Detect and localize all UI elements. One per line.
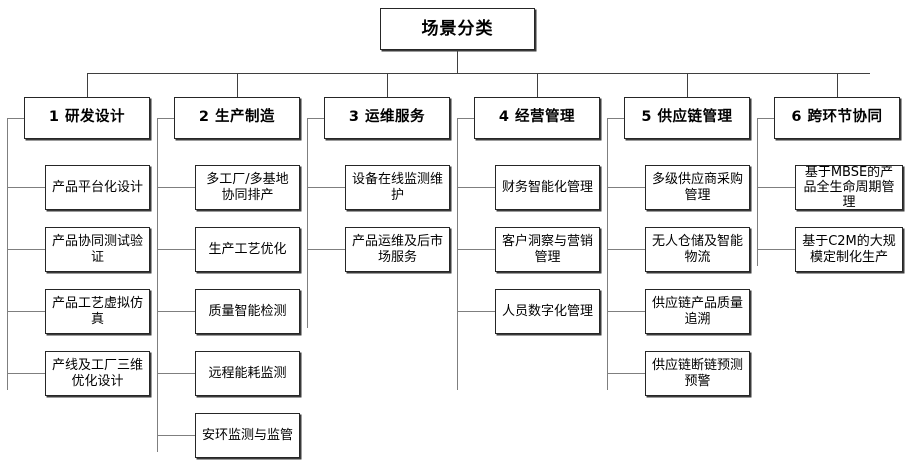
category-label-4: 4 经营管理 [498,109,576,126]
leaf-node-4-1[interactable]: 财务智能化管理 [495,165,600,210]
connector-stub-6-2 [757,249,796,250]
connector-stub-2-4 [157,373,196,374]
leaf-label-3-1: 设备在线监测维护 [351,172,443,203]
connector-stub-2-3 [157,311,196,312]
leaf-node-6-2[interactable]: 基于C2M的大规模定制化生产 [795,227,903,272]
connector-stub-1-2 [7,249,46,250]
leaf-label-2-2: 生产工艺优化 [208,241,287,257]
leaf-label-2-1: 多工厂/多基地协同排产 [206,172,289,203]
connector-stub-4-2 [457,249,496,250]
connector-drop-cat-5 [687,73,688,97]
category-node-6[interactable]: 6 跨环节协同 [774,97,900,139]
connector-stub-5-4 [607,373,646,374]
category-label-1: 1 研发设计 [48,109,126,126]
leaf-label-2-5: 安环监测与监管 [201,427,293,443]
connector-trunk-cat-2 [157,118,158,452]
connector-drop-cat-2 [237,73,238,97]
leaf-node-3-2[interactable]: 产品运维及后市场服务 [345,227,450,272]
leaf-node-2-1[interactable]: 多工厂/多基地协同排产 [195,165,300,210]
connector-stub-3-1 [307,187,346,188]
connector-cat-6-entry [757,118,775,119]
leaf-label-1-3: 产品工艺虚拟仿真 [51,296,143,327]
leaf-label-5-2: 无人仓储及智能物流 [651,234,743,265]
connector-stub-4-3 [457,311,496,312]
leaf-label-4-2: 客户洞察与营销管理 [501,234,593,265]
leaf-label-2-4: 远程能耗监测 [208,365,287,381]
leaf-label-1-4: 产线及工厂三维优化设计 [51,358,143,389]
leaf-label-1-1: 产品平台化设计 [51,179,143,195]
leaf-label-5-4: 供应链断链预测预警 [651,358,743,389]
connector-stub-5-3 [607,311,646,312]
connector-stub-3-2 [307,249,346,250]
leaf-node-4-3[interactable]: 人员数字化管理 [495,289,600,334]
leaf-node-1-1[interactable]: 产品平台化设计 [45,165,150,210]
connector-stub-5-1 [607,187,646,188]
leaf-node-2-3[interactable]: 质量智能检测 [195,289,300,334]
leaf-node-1-4[interactable]: 产线及工厂三维优化设计 [45,351,150,396]
connector-stub-1-3 [7,311,46,312]
connector-trunk-cat-1 [7,118,8,390]
leaf-label-6-1: 基于MBSE的产品全生命周期管理 [803,165,895,210]
connector-stub-2-5 [157,435,196,436]
connector-root-stem [457,50,458,73]
leaf-label-2-3: 质量智能检测 [208,303,287,319]
category-label-3: 3 运维服务 [348,109,426,126]
leaf-node-1-2[interactable]: 产品协同测试验证 [45,227,150,272]
connector-cat-4-entry [457,118,475,119]
connector-trunk-cat-3 [307,118,308,328]
category-label-2: 2 生产制造 [198,109,276,126]
leaf-label-1-2: 产品协同测试验证 [51,234,143,265]
category-node-3[interactable]: 3 运维服务 [324,97,450,139]
connector-stub-4-1 [457,187,496,188]
connector-stub-6-1 [757,187,796,188]
category-label-5: 5 供应链管理 [641,109,733,126]
connector-cat-1-entry [7,118,25,119]
connector-stub-1-1 [7,187,46,188]
category-node-2[interactable]: 2 生产制造 [174,97,300,139]
connector-trunk-cat-6 [757,118,758,266]
root-node-scene-classification[interactable]: 场景分类 [380,8,535,50]
leaf-node-1-3[interactable]: 产品工艺虚拟仿真 [45,289,150,334]
connector-stub-2-1 [157,187,196,188]
leaf-node-5-1[interactable]: 多级供应商采购管理 [645,165,750,210]
connector-drop-cat-3 [387,73,388,97]
connector-drop-cat-6 [837,73,838,97]
connector-trunk-cat-5 [607,118,608,390]
category-node-4[interactable]: 4 经营管理 [474,97,600,139]
root-node-label: 场景分类 [421,18,494,39]
connector-stub-2-2 [157,249,196,250]
connector-drop-cat-1 [87,73,88,97]
leaf-node-5-2[interactable]: 无人仓储及智能物流 [645,227,750,272]
leaf-node-5-4[interactable]: 供应链断链预测预警 [645,351,750,396]
leaf-node-3-1[interactable]: 设备在线监测维护 [345,165,450,210]
connector-stub-1-4 [7,373,46,374]
leaf-label-4-3: 人员数字化管理 [501,303,593,319]
category-node-5[interactable]: 5 供应链管理 [624,97,750,139]
connector-category-bus [87,73,870,74]
leaf-label-3-2: 产品运维及后市场服务 [351,234,443,265]
leaf-node-4-2[interactable]: 客户洞察与营销管理 [495,227,600,272]
connector-drop-cat-4 [537,73,538,97]
connector-stub-5-2 [607,249,646,250]
leaf-node-2-2[interactable]: 生产工艺优化 [195,227,300,272]
leaf-label-5-1: 多级供应商采购管理 [651,172,743,203]
leaf-node-6-1[interactable]: 基于MBSE的产品全生命周期管理 [795,165,903,210]
leaf-label-4-1: 财务智能化管理 [501,179,593,195]
category-node-1[interactable]: 1 研发设计 [24,97,150,139]
connector-cat-2-entry [157,118,175,119]
leaf-node-5-3[interactable]: 供应链产品质量追溯 [645,289,750,334]
category-label-6: 6 跨环节协同 [791,109,883,126]
connector-cat-3-entry [307,118,325,119]
connector-cat-5-entry [607,118,625,119]
connector-trunk-cat-4 [457,118,458,390]
leaf-label-6-2: 基于C2M的大规模定制化生产 [802,234,896,265]
leaf-node-2-4[interactable]: 远程能耗监测 [195,351,300,396]
leaf-node-2-5[interactable]: 安环监测与监管 [195,413,300,458]
leaf-label-5-3: 供应链产品质量追溯 [651,296,743,327]
